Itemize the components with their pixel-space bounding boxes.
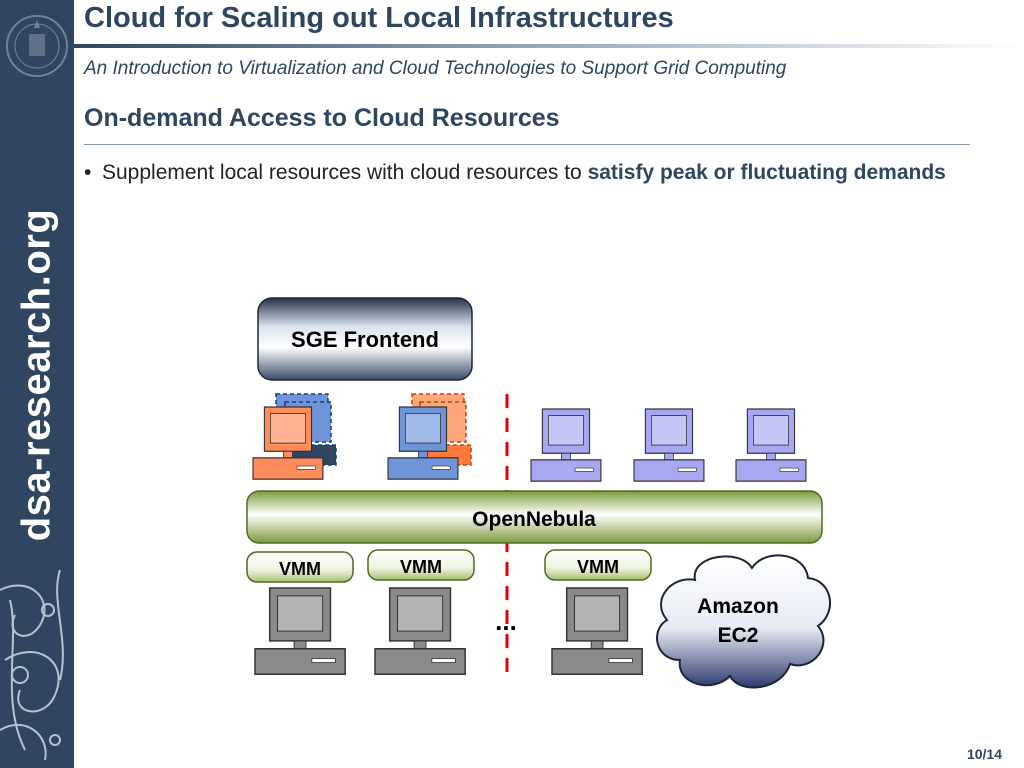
section-heading: On-demand Access to Cloud Resources: [84, 104, 560, 132]
vmm-2: VMM: [367, 549, 475, 581]
bullet-marker: •: [84, 161, 92, 184]
bullet-text: Supplement local resources with cloud re…: [84, 158, 1019, 188]
title-underline: [74, 44, 1024, 48]
slide-title: Cloud for Scaling out Local Infrastructu…: [84, 2, 674, 34]
local-vm-group-1: [252, 393, 337, 480]
physical-host-2: [374, 587, 466, 675]
floral-decoration-icon: [0, 569, 64, 761]
slide-subtitle: An Introduction to Virtualization and Cl…: [84, 58, 787, 79]
physical-host-3: [551, 587, 643, 675]
cloud-icon: [656, 554, 832, 689]
local-vm-group-2: [387, 393, 472, 480]
vmm-3: VMM: [544, 549, 652, 581]
sge-frontend-node: SGE Frontend: [257, 297, 473, 381]
university-seal-icon: [6, 15, 68, 77]
bullet-text-emphasis: satisfy peak or fluctuating demands: [587, 161, 946, 184]
cloud-label-line2: EC2: [718, 624, 759, 647]
opennebula-layer: OpenNebula: [246, 490, 823, 544]
cloud-vm-2: [633, 408, 705, 482]
bullet-text-plain: Supplement local resources with cloud re…: [102, 161, 588, 184]
sge-frontend-label: SGE Frontend: [291, 327, 439, 352]
vmm-1: VMM: [246, 551, 354, 583]
vmm-label: VMM: [279, 559, 321, 579]
vmm-label: VMM: [400, 557, 442, 577]
section-divider: [84, 144, 970, 145]
amazon-ec2-cloud: Amazon EC2: [656, 554, 832, 689]
bullet-point: • Supplement local resources with cloud …: [84, 158, 1019, 188]
cloud-vm-3: [735, 408, 807, 482]
sidebar: dsa-research.org: [0, 0, 74, 768]
cloud-vm-1: [530, 408, 602, 482]
sidebar-decoration: [0, 15, 68, 761]
physical-host-1: [254, 587, 346, 675]
page-number: 10/14: [966, 746, 1002, 762]
vmm-label: VMM: [577, 557, 619, 577]
ellipsis-label: ...: [495, 606, 517, 636]
cloud-label-line1: Amazon: [697, 595, 779, 618]
opennebula-label: OpenNebula: [472, 508, 596, 531]
